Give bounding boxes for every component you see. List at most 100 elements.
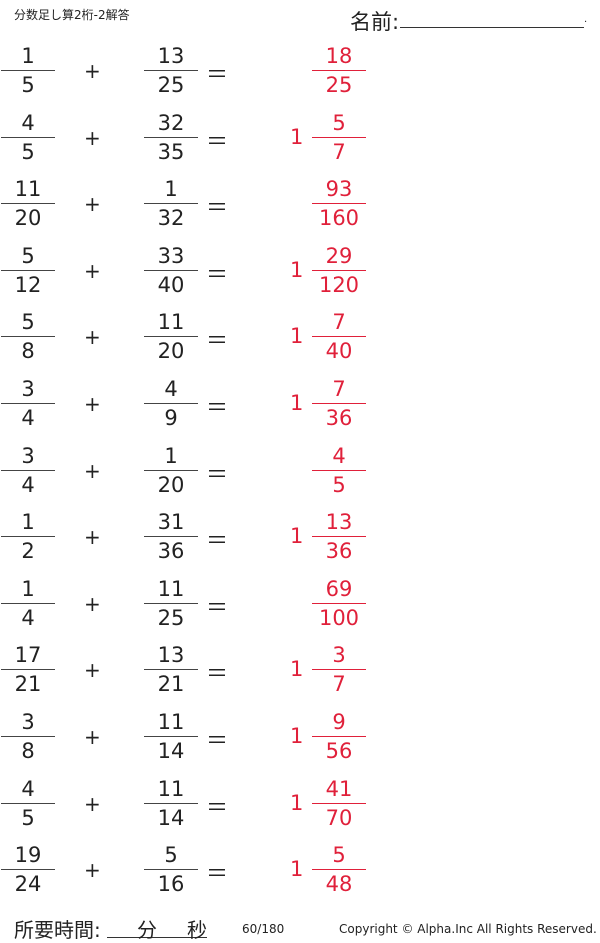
- fraction-b-bar: [144, 603, 198, 604]
- fraction-a-denominator: 5: [21, 140, 35, 164]
- page-number: 60/180: [242, 922, 285, 936]
- name-label: 名前:: [350, 10, 400, 34]
- worksheet-title: 分数足し算2桁-2解答: [14, 8, 130, 22]
- fraction-b-denominator: 25: [157, 73, 185, 97]
- fraction-b-bar: [144, 203, 198, 204]
- equals-sign: ＝: [206, 396, 229, 421]
- answer-fraction-denominator: 7: [332, 140, 346, 164]
- fraction-b-denominator: 36: [157, 539, 185, 563]
- answer-fraction-bar: [312, 869, 366, 870]
- answer-fraction-bar: [312, 137, 366, 138]
- seconds-label: 秒: [187, 918, 207, 942]
- fraction-b-bar: [144, 803, 198, 804]
- answer-fraction-denominator: 120: [318, 273, 360, 297]
- fraction-a-denominator: 12: [14, 273, 42, 297]
- fraction-b-numerator: 11: [157, 310, 185, 334]
- fraction-b-denominator: 35: [157, 140, 185, 164]
- fraction-a-bar: [1, 803, 55, 804]
- answer-fraction-denominator: 7: [332, 672, 346, 696]
- answer-fraction-bar: [312, 736, 366, 737]
- answer-fraction-numerator: 5: [332, 111, 346, 135]
- fraction-a-denominator: 5: [21, 806, 35, 830]
- fraction-a-denominator: 4: [21, 473, 35, 497]
- name-line[interactable]: [400, 27, 584, 28]
- answer-fraction-bar: [312, 336, 366, 337]
- answer-whole-number: 1: [290, 857, 304, 881]
- equals-sign: ＝: [206, 529, 229, 554]
- fraction-b-denominator: 9: [164, 406, 178, 430]
- answer-fraction-numerator: 7: [332, 310, 346, 334]
- fraction-b-numerator: 1: [164, 444, 178, 468]
- answer-fraction-bar: [312, 70, 366, 71]
- fraction-b-denominator: 14: [157, 739, 185, 763]
- fraction-b-numerator: 32: [157, 111, 185, 135]
- answer-fraction-bar: [312, 470, 366, 471]
- plus-sign: +: [84, 192, 101, 216]
- fraction-a-numerator: 5: [21, 310, 35, 334]
- answer-fraction-numerator: 5: [332, 843, 346, 867]
- fraction-b-denominator: 32: [157, 206, 185, 230]
- answer-fraction-numerator: 13: [325, 510, 353, 534]
- fraction-b-bar: [144, 470, 198, 471]
- equals-sign: ＝: [206, 130, 229, 155]
- answer-fraction-denominator: 36: [325, 539, 353, 563]
- fraction-a-numerator: 1: [21, 577, 35, 601]
- fraction-b-numerator: 31: [157, 510, 185, 534]
- fraction-b-numerator: 1: [164, 177, 178, 201]
- fraction-a-numerator: 19: [14, 843, 42, 867]
- equals-sign: ＝: [206, 63, 229, 88]
- copyright: Copyright © Alpha.Inc All Rights Reserve…: [339, 922, 597, 936]
- fraction-b-bar: [144, 336, 198, 337]
- fraction-a-bar: [1, 336, 55, 337]
- fraction-a-bar: [1, 669, 55, 670]
- answer-fraction-bar: [312, 203, 366, 204]
- answer-fraction-numerator: 3: [332, 643, 346, 667]
- fraction-b-numerator: 11: [157, 710, 185, 734]
- answer-whole-number: 1: [290, 724, 304, 748]
- equals-sign: ＝: [206, 662, 229, 687]
- answer-fraction-denominator: 25: [325, 73, 353, 97]
- fraction-b-denominator: 21: [157, 672, 185, 696]
- answer-fraction-bar: [312, 270, 366, 271]
- fraction-b-bar: [144, 137, 198, 138]
- fraction-a-bar: [1, 736, 55, 737]
- answer-fraction-bar: [312, 603, 366, 604]
- answer-fraction-denominator: 5: [332, 473, 346, 497]
- fraction-b-bar: [144, 70, 198, 71]
- answer-fraction-numerator: 93: [325, 177, 353, 201]
- answer-fraction-denominator: 160: [318, 206, 360, 230]
- answer-whole-number: 1: [290, 524, 304, 548]
- equals-sign: ＝: [206, 862, 229, 887]
- fraction-b-numerator: 4: [164, 377, 178, 401]
- equals-sign: ＝: [206, 329, 229, 354]
- fraction-a-numerator: 3: [21, 444, 35, 468]
- answer-whole-number: 1: [290, 125, 304, 149]
- answer-fraction-numerator: 9: [332, 710, 346, 734]
- fraction-a-denominator: 24: [14, 872, 42, 896]
- fraction-a-numerator: 4: [21, 111, 35, 135]
- fraction-a-bar: [1, 70, 55, 71]
- fraction-a-numerator: 11: [14, 177, 42, 201]
- plus-sign: +: [84, 725, 101, 749]
- answer-fraction-numerator: 7: [332, 377, 346, 401]
- fraction-b-bar: [144, 536, 198, 537]
- minutes-label: 分: [137, 918, 157, 942]
- answer-fraction-denominator: 70: [325, 806, 353, 830]
- answer-whole-number: 1: [290, 324, 304, 348]
- fraction-b-bar: [144, 669, 198, 670]
- fraction-a-bar: [1, 603, 55, 604]
- fraction-a-bar: [1, 470, 55, 471]
- fraction-a-numerator: 17: [14, 643, 42, 667]
- fraction-b-denominator: 25: [157, 606, 185, 630]
- fraction-a-denominator: 20: [14, 206, 42, 230]
- answer-fraction-numerator: 18: [325, 44, 353, 68]
- fraction-a-bar: [1, 270, 55, 271]
- time-line[interactable]: [107, 937, 207, 938]
- plus-sign: +: [84, 592, 101, 616]
